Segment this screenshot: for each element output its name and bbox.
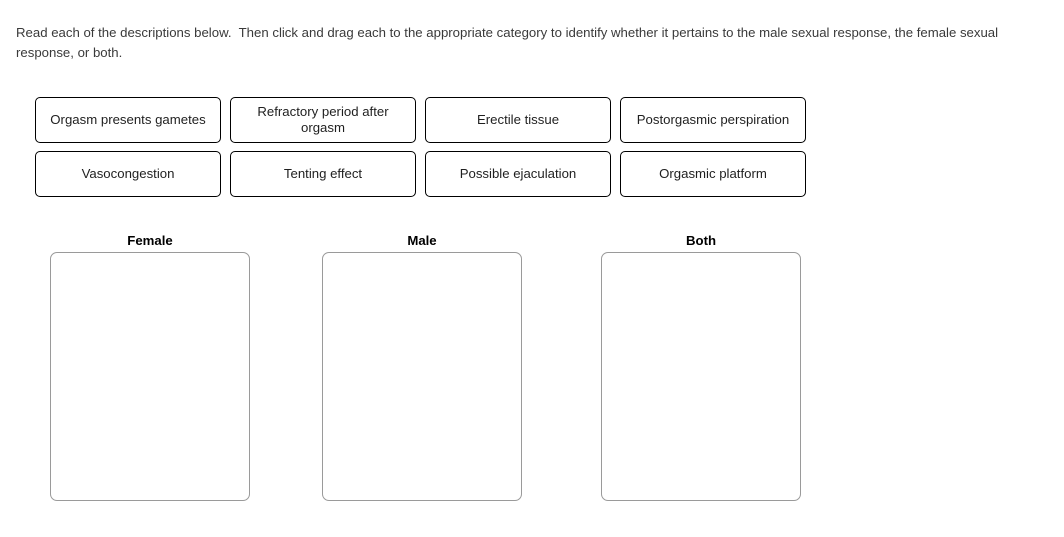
category-area: Female Male Both bbox=[50, 232, 801, 502]
category-male: Male bbox=[322, 232, 522, 501]
draggable-tile[interactable]: Vasocongestion bbox=[35, 151, 221, 197]
dropzone-male[interactable] bbox=[322, 252, 522, 501]
draggable-tile[interactable]: Postorgasmic perspiration bbox=[620, 97, 806, 143]
draggable-tile-pool: Orgasm presents gametes Refractory perio… bbox=[35, 97, 807, 197]
category-label-male: Male bbox=[407, 233, 437, 248]
draggable-tile[interactable]: Erectile tissue bbox=[425, 97, 611, 143]
draggable-tile[interactable]: Tenting effect bbox=[230, 151, 416, 197]
dropzone-female[interactable] bbox=[50, 252, 250, 501]
category-label-female: Female bbox=[127, 233, 173, 248]
draggable-tile[interactable]: Orgasmic platform bbox=[620, 151, 806, 197]
category-label-both: Both bbox=[685, 233, 717, 248]
draggable-tile[interactable]: Orgasm presents gametes bbox=[35, 97, 221, 143]
draggable-tile[interactable]: Possible ejaculation bbox=[425, 151, 611, 197]
category-female: Female bbox=[50, 232, 250, 501]
category-both: Both bbox=[601, 232, 801, 501]
instruction-text: Read each of the descriptions below. The… bbox=[16, 25, 1002, 61]
dropzone-both[interactable] bbox=[601, 252, 801, 501]
draggable-tile[interactable]: Refractory period after orgasm bbox=[230, 97, 416, 143]
